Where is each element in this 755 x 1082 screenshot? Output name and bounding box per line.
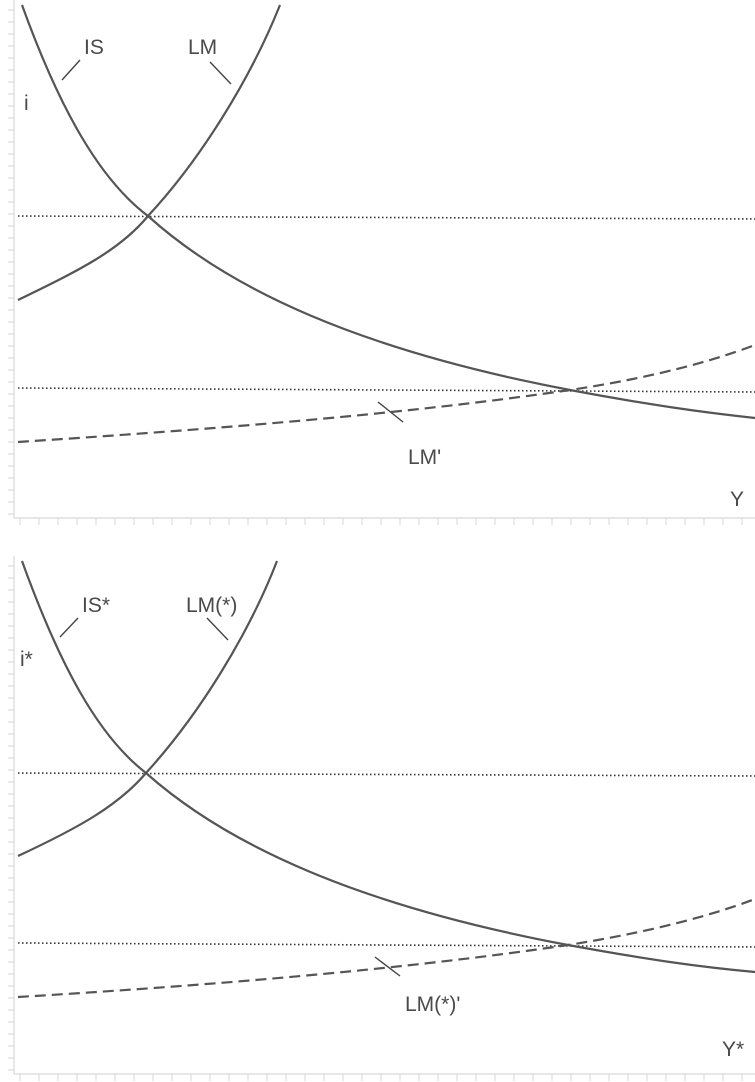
is-star-curve: [20, 560, 755, 974]
lm-curve: [17, 4, 282, 301]
y-axis-label: i: [24, 92, 29, 115]
x-axis-ticks: [19, 1074, 743, 1081]
lm-star-prime-label-leader: [374, 956, 401, 977]
lm-prime-label-leader: [377, 401, 404, 423]
x-axis-ticks: [19, 518, 743, 525]
lm-star-label-leader: [206, 617, 229, 641]
x-axis-label: Y*: [722, 1038, 744, 1061]
is-label-leader: [61, 59, 81, 81]
bottom-is-lm-panel: i* IS* LM(*) LM(*)' Y*: [0, 556, 755, 1082]
y-axis-ticks: [8, 565, 14, 1071]
lm-star-prime-curve: [17, 897, 755, 999]
y-axis-label: i*: [20, 648, 33, 671]
is-curve: [20, 4, 755, 420]
new-interest-rate-line: [17, 942, 755, 948]
is-curve-label: IS: [84, 36, 104, 59]
x-axis-label: Y: [730, 488, 744, 511]
initial-interest-rate-line: [17, 215, 755, 220]
new-interest-rate-line: [17, 387, 755, 393]
lm-prime-curve: [17, 343, 755, 444]
top-is-lm-panel: i IS LM LM' Y: [0, 0, 755, 540]
y-axis-ticks: [8, 9, 14, 515]
initial-interest-rate-line: [17, 772, 755, 777]
lm-star-curve-label: LM(*): [186, 594, 237, 617]
lm-star-curve: [17, 560, 279, 857]
top-is-lm-diagram: i IS LM LM' Y: [8, 0, 755, 525]
lm-curve-label: LM: [188, 36, 217, 59]
is-star-label-leader: [59, 617, 79, 638]
lm-prime-curve-label: LM': [408, 446, 441, 469]
bottom-is-lm-diagram: i* IS* LM(*) LM(*)' Y*: [8, 556, 755, 1081]
lm-star-prime-curve-label: LM(*)': [405, 993, 460, 1016]
is-star-curve-label: IS*: [82, 594, 110, 617]
lm-label-leader: [209, 61, 232, 85]
